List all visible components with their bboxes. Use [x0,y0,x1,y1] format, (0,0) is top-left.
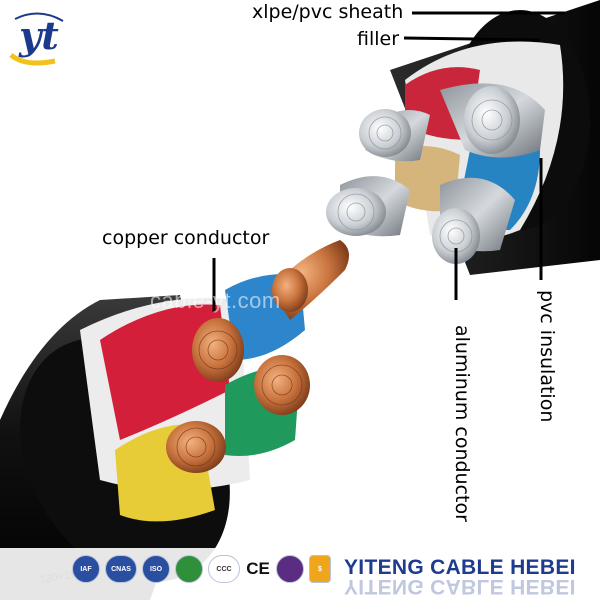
cert-badge-seal-icon [175,555,203,583]
yt-logo: yt [5,5,73,73]
cert-badge-iaf: IAF [72,555,100,583]
cert-badge-circle-icon [276,555,304,583]
dollar-badge-icon: $ [309,555,331,583]
copper-cable [0,240,349,600]
logo-text: yt [19,13,59,58]
cable-print-text: 120+1X [39,569,79,586]
leader-lines [212,11,565,312]
logo-swoosh-icon [9,12,64,66]
cert-badge-ce: CE [245,556,271,582]
aluminum-cable [326,0,600,275]
label-filler: filler [357,28,400,50]
certification-strip: IAF CNAS ISO CCC CE $ [72,552,331,586]
brand-name: YITENG CABLE HEBEI [344,556,576,579]
brand-reflection: YITENG CABLE HEBEI [344,575,576,598]
label-pvc-insulation: pvc insulation [536,290,558,423]
label-copper-conductor: copper conductor [102,227,270,249]
watermark: cable-yt.com [150,288,281,313]
cert-badge-iso: ISO [142,555,170,583]
label-aluminum-conductor: aluminum conductor [451,325,473,522]
label-sheath: xlpe/pvc sheath [252,1,404,23]
cert-badge-ccc: CCC [208,555,240,583]
cert-badge-cnas: CNAS [105,555,137,583]
